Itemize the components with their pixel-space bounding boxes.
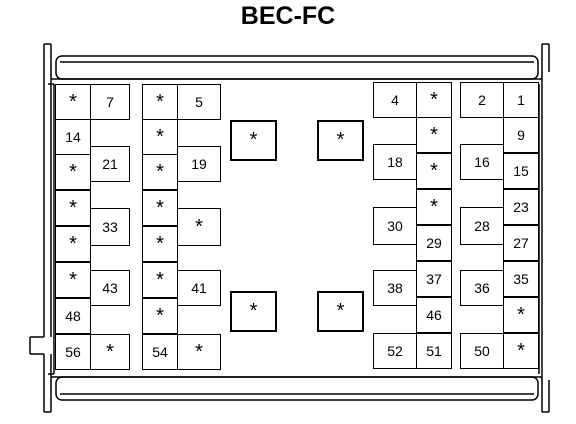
terminal-cell: * [177,334,221,370]
terminal-cell: 56 [55,334,91,370]
terminal-cell: * [142,154,178,190]
terminal-cell: * [142,226,178,262]
terminal-cell: * [177,208,221,246]
terminal-cell: 51 [416,333,452,369]
terminal-cell: * [142,262,178,298]
terminal-cell: * [416,117,452,153]
terminal-cell: 46 [416,297,452,333]
terminal-cell: * [142,298,178,334]
terminal-cell: 30 [373,207,417,245]
large-terminal-cell: * [317,291,364,332]
terminal-cell: 23 [503,189,539,225]
terminal-cell: 9 [503,117,539,153]
terminal-cell: 4 [373,82,417,118]
terminal-cell: 41 [177,270,221,306]
terminal-cell: 19 [177,146,221,182]
terminal-cell: * [416,153,452,189]
large-terminal-cell: * [317,120,364,161]
terminal-cell: * [142,190,178,226]
terminal-cell: 1 [503,82,539,118]
terminal-cell: 28 [460,207,504,245]
terminal-cell: 50 [460,333,504,369]
terminal-cell: * [503,297,539,333]
terminal-cell: * [55,262,91,298]
terminal-cell: * [90,334,130,370]
terminal-cell: * [55,154,91,190]
large-terminal-cell: * [230,291,277,332]
terminal-cell: * [55,190,91,226]
terminal-cell: 43 [90,270,130,306]
terminal-cell: * [416,189,452,225]
terminal-cell: 52 [373,333,417,369]
terminal-cell: 36 [460,270,504,306]
terminal-cell: 37 [416,261,452,297]
terminal-cell: 16 [460,144,504,180]
terminal-cell: 35 [503,261,539,297]
terminal-cell: 14 [55,119,91,155]
terminal-cell: 21 [90,146,130,182]
terminal-cell: 18 [373,144,417,180]
terminal-cell: * [416,82,452,118]
terminal-cell: * [503,333,539,369]
terminal-cell: 5 [177,84,221,120]
terminal-cell: 7 [90,84,130,120]
terminal-cell: 27 [503,225,539,261]
terminal-cell: 2 [460,82,504,118]
terminal-cell: 29 [416,225,452,261]
terminal-cell: 33 [90,208,130,246]
large-terminal-cell: * [230,120,277,161]
terminal-cell: 38 [373,270,417,306]
terminal-cell: 54 [142,334,178,370]
terminal-cell: * [142,119,178,155]
terminal-cell: 48 [55,298,91,334]
diagram-title: BEC-FC [240,2,336,30]
terminal-cell: * [142,84,178,120]
terminal-cell: * [55,84,91,120]
terminal-cell: 15 [503,153,539,189]
terminal-cell: * [55,226,91,262]
